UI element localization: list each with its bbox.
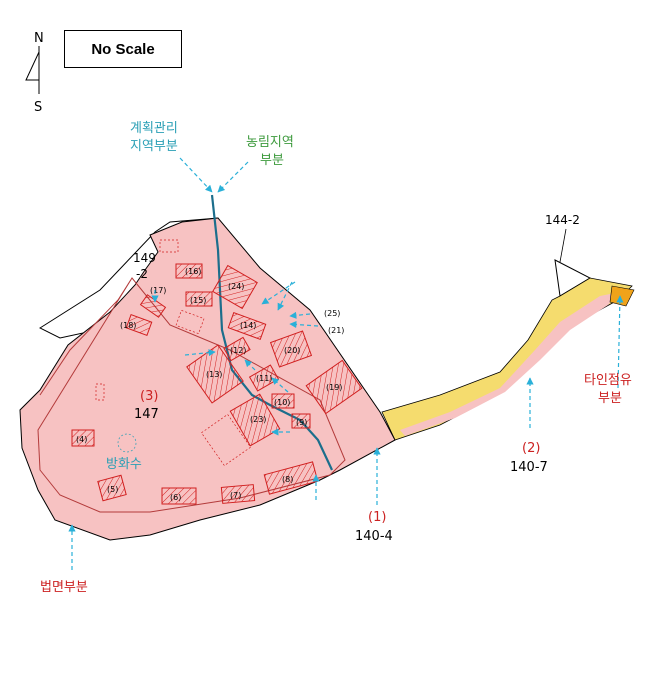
lot-149-label-2: -2: [136, 267, 148, 281]
lot-144-2-label: 144-2: [545, 213, 580, 227]
building-label: (9): [296, 418, 307, 427]
road-inner: [400, 292, 620, 436]
building-label: (8): [282, 475, 293, 484]
building-label: (6): [170, 493, 181, 502]
parcel-2-number: (2): [522, 441, 540, 456]
planning-zone-label-2: 지역부분: [130, 139, 178, 154]
building-label: (14): [240, 321, 256, 330]
lot-149-label-1: 149: [133, 251, 156, 265]
buildings: (4) (5) (6) (7) (8) (9) (10) (11) (12) (…: [71, 263, 363, 505]
occupied-label-2: 부분: [598, 391, 622, 406]
south-letter: S: [34, 100, 42, 115]
building-label: (20): [284, 346, 300, 355]
legal-slope-label: 법면부분: [40, 580, 88, 595]
river-line: [210, 194, 333, 471]
occupied-label-1: 타인점유: [584, 373, 632, 388]
building-label: (16): [185, 267, 201, 276]
building-label: (13): [206, 370, 222, 379]
parcel-1-number: (1): [368, 510, 386, 525]
building-label: (19): [326, 383, 342, 392]
building-label: (15): [190, 296, 206, 305]
north-arrow: N S: [25, 31, 44, 115]
building-label: (10): [274, 398, 290, 407]
parcel-2-lot: 140-7: [510, 460, 548, 475]
building-label: (4): [76, 435, 87, 444]
building-label: (25): [324, 309, 340, 318]
parcel-1-lot: 140-4: [355, 529, 393, 544]
building-label: (18): [120, 321, 136, 330]
agri-zone-label-1: 농림지역: [246, 135, 294, 150]
arrows: [68, 157, 624, 570]
minor-features: [95, 239, 252, 467]
building-label: (24): [228, 282, 244, 291]
parcel-3-number: (3): [140, 389, 158, 404]
agri-zone-label-2: 부분: [260, 153, 284, 168]
building-label: (12): [230, 346, 246, 355]
fire-water-label: 방화수: [106, 457, 142, 472]
building-label: (7): [230, 491, 241, 500]
building-label: (21): [328, 326, 344, 335]
no-scale-note: No Scale: [64, 30, 182, 68]
building-label: (17): [150, 286, 166, 295]
building-label: (5): [107, 485, 118, 494]
building-label: (11): [256, 374, 272, 383]
building-label: (23): [250, 415, 266, 424]
north-letter: N: [34, 31, 44, 46]
parcel-3-lot: 147: [134, 407, 159, 422]
planning-zone-label-1: 계획관리: [130, 121, 178, 136]
occupied-area: [609, 285, 635, 307]
